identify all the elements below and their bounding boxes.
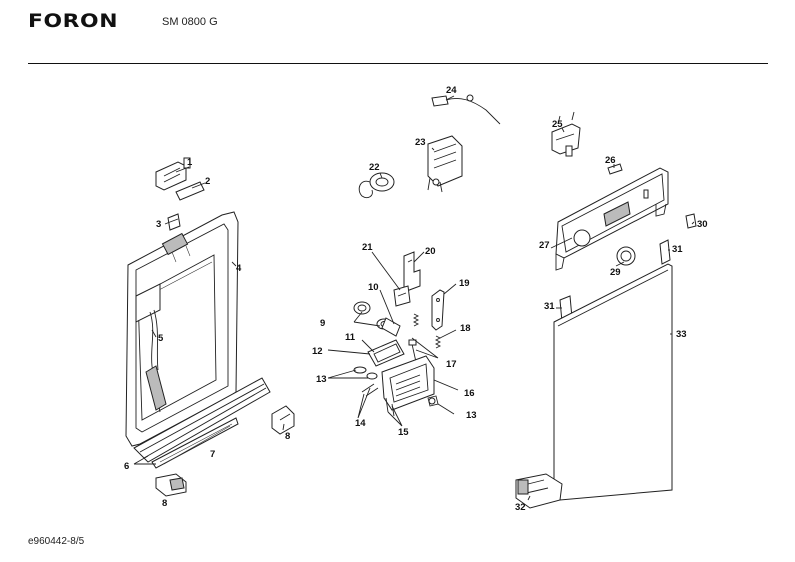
bracket-25 — [551, 111, 581, 157]
panel-knob-socket — [573, 229, 591, 247]
clip-31-upper — [659, 239, 671, 265]
callout-21: 21 — [362, 242, 373, 253]
relay-block — [427, 135, 463, 193]
callout-9: 9 — [320, 318, 325, 329]
pins-14 — [361, 383, 379, 397]
callout-25: 25 — [552, 119, 563, 130]
callout-32: 32 — [515, 502, 526, 513]
callout-4: 4 — [236, 263, 242, 274]
hinge-bracket — [515, 473, 563, 509]
callout-16: 16 — [464, 388, 475, 399]
callout-labels: 1 2 3 4 5 6 7 8 8 9 10 11 12 13 13 14 15… — [124, 85, 708, 513]
lock-housing — [381, 355, 435, 417]
callout-26: 26 — [605, 155, 616, 166]
callout-31-lower: 31 — [544, 301, 555, 312]
kick-strip — [133, 377, 271, 469]
small-fastener-13 — [353, 366, 439, 407]
callout-24: 24 — [446, 85, 457, 96]
round-component — [358, 172, 395, 199]
callout-17: 17 — [446, 359, 457, 370]
control-panel — [555, 167, 669, 271]
callout-30: 30 — [697, 219, 708, 230]
cylinder-10 — [381, 317, 401, 337]
callout-23: 23 — [415, 137, 426, 148]
callout-6: 6 — [124, 461, 129, 472]
brand-logo: FORON — [28, 10, 119, 32]
callout-33: 33 — [676, 329, 687, 340]
end-cap-upper — [271, 405, 295, 435]
callout-8-upper: 8 — [285, 431, 290, 442]
spring-18 — [434, 335, 442, 349]
door-cable — [145, 309, 167, 413]
callout-20: 20 — [425, 246, 436, 257]
latch-21 — [393, 285, 411, 307]
document-id: e960442-8/5 — [28, 536, 85, 547]
model-number: SM 0800 G — [162, 16, 218, 28]
lever-19 — [431, 289, 445, 331]
clip-30 — [685, 213, 697, 229]
leader-lines — [133, 95, 695, 501]
callout-7: 7 — [210, 449, 215, 460]
callout-22: 22 — [369, 162, 380, 173]
callout-29: 29 — [610, 267, 621, 278]
clip-26 — [607, 163, 623, 175]
callout-5: 5 — [158, 333, 164, 344]
callout-14: 14 — [355, 418, 366, 429]
callout-15: 15 — [398, 427, 409, 438]
callout-11: 11 — [345, 332, 356, 343]
callout-8-lower: 8 — [162, 498, 167, 509]
callout-2: 2 — [205, 176, 210, 187]
spring-17 — [408, 313, 420, 363]
callout-27: 27 — [539, 240, 550, 251]
callout-13-left: 13 — [316, 374, 327, 385]
sensor-cable — [431, 94, 501, 125]
callout-18: 18 — [460, 323, 471, 334]
callout-31-upper: 31 — [672, 244, 683, 255]
control-knob — [616, 246, 636, 266]
callout-10: 10 — [368, 282, 379, 293]
callout-13-right: 13 — [466, 410, 477, 421]
gasket-plate — [367, 339, 405, 367]
callout-19: 19 — [459, 278, 470, 289]
outer-door-panel — [553, 263, 673, 501]
callout-12: 12 — [312, 346, 323, 357]
door-handle — [155, 157, 205, 201]
catch-part — [167, 213, 181, 231]
callout-1: 1 — [187, 157, 193, 168]
end-cap-lower — [155, 473, 187, 497]
callout-3: 3 — [156, 219, 161, 230]
header-divider — [28, 63, 768, 64]
